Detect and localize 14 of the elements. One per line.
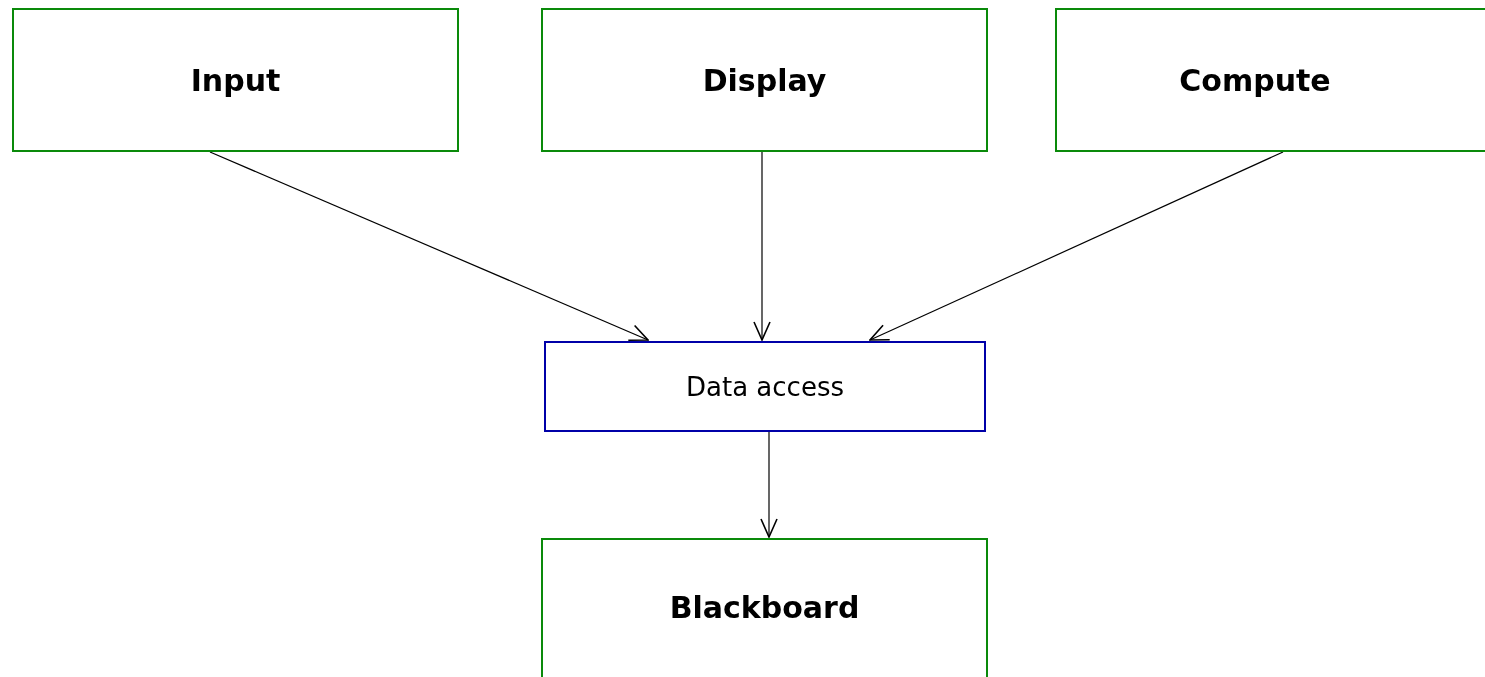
box-label: Blackboard xyxy=(669,590,860,625)
box-label: Data access xyxy=(686,371,844,402)
box-label: Input xyxy=(190,62,281,98)
process-box xyxy=(544,341,986,432)
arrow xyxy=(209,151,649,342)
arrow xyxy=(753,151,771,341)
process-box xyxy=(1055,8,1485,152)
arrow xyxy=(760,431,778,538)
box-label: Compute xyxy=(1179,62,1331,98)
process-box xyxy=(541,8,988,152)
process-box xyxy=(12,8,459,152)
box-label: Display xyxy=(702,62,827,98)
process-box xyxy=(541,538,988,677)
arrow xyxy=(869,151,1284,341)
